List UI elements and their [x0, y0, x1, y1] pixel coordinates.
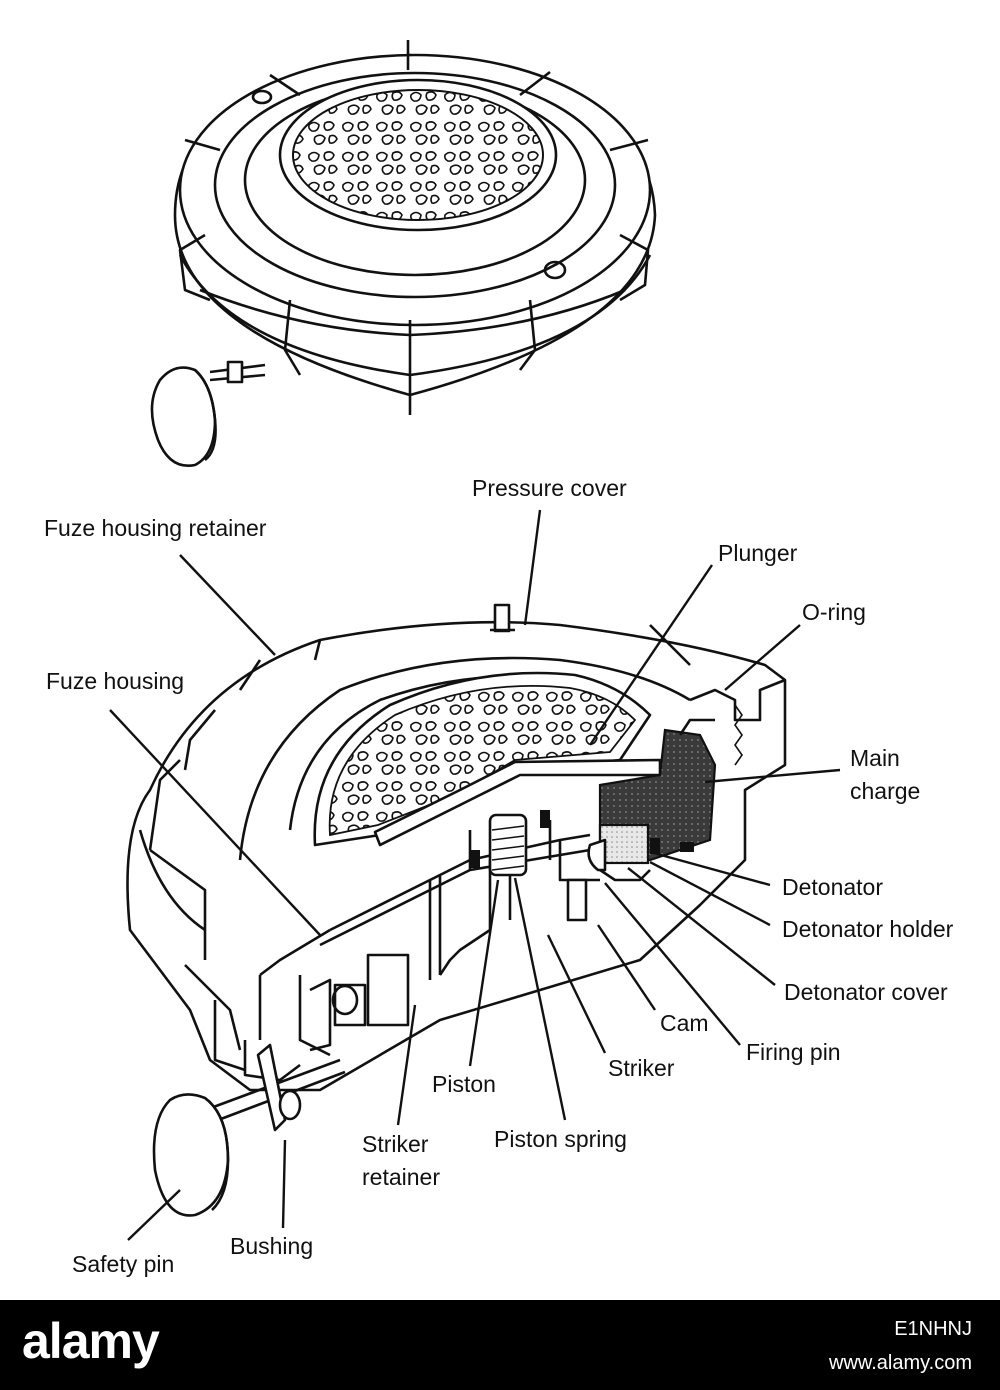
label-pressure-cover: Pressure cover — [472, 475, 627, 501]
cutaway-safety-pin — [152, 1043, 346, 1217]
watermark-image-code: E1NHNJ — [894, 1318, 972, 1340]
label-plunger: Plunger — [718, 540, 798, 566]
label-firing-pin: Firing pin — [746, 1039, 841, 1065]
label-fuze-housing: Fuze housing — [46, 668, 184, 694]
leader-bushing — [281, 1139, 287, 1229]
leader-piston-spring — [513, 877, 567, 1121]
cutaway-inner-bowl — [238, 656, 691, 861]
label-piston: Piston — [432, 1071, 496, 1097]
watermark-footer: alamy E1NHNJ www.alamy.com — [0, 1300, 1000, 1390]
leader-detonator-cover — [627, 867, 776, 986]
mine-cutaway-view — [126, 603, 787, 1217]
watermark-brand-logo: alamy — [22, 1313, 160, 1369]
label-o-ring: O-ring — [802, 599, 866, 625]
mine-ribs — [178, 40, 650, 415]
leader-o-ring — [724, 624, 801, 691]
labels: Pressure cover Fuze housing retainer Plu… — [44, 475, 954, 1277]
label-bushing: Bushing — [230, 1233, 313, 1259]
leader-lines — [109, 509, 841, 1241]
label-striker-retainer-line2: retainer — [362, 1164, 440, 1190]
cutaway-detonator — [598, 823, 650, 865]
leader-safety-pin — [127, 1189, 181, 1241]
landmine-cutaway-diagram: Pressure cover Fuze housing retainer Plu… — [44, 40, 954, 1277]
label-main-charge-line2: charge — [850, 778, 920, 804]
top-safety-pin — [150, 360, 266, 468]
mine-top-view — [150, 40, 657, 468]
label-main-charge-line1: Main — [850, 745, 900, 771]
leader-fuze-housing-retainer — [179, 554, 276, 656]
leader-striker-retainer — [396, 1004, 417, 1126]
watermark-site: www.alamy.com — [829, 1352, 972, 1374]
leader-striker — [546, 934, 607, 1054]
leader-main-charge — [704, 768, 841, 784]
leader-cam — [597, 924, 656, 1011]
leader-detonator-holder — [649, 860, 771, 927]
label-striker-retainer-line1: Striker — [362, 1131, 429, 1157]
cutaway-piston — [468, 810, 552, 877]
cutaway-explosive-texture — [328, 684, 637, 837]
leader-pressure-cover — [523, 509, 542, 626]
leader-piston — [468, 879, 500, 1067]
cutaway-striker — [566, 878, 588, 922]
label-cam: Cam — [660, 1010, 709, 1036]
label-striker: Striker — [608, 1055, 675, 1081]
label-piston-spring: Piston spring — [494, 1126, 627, 1152]
cutaway-striker-retainer — [366, 953, 410, 1027]
cutaway-plunger — [373, 758, 662, 847]
mine-explosive-texture — [292, 89, 544, 221]
leader-firing-pin — [604, 882, 741, 1046]
leader-fuze-housing — [109, 709, 321, 936]
cutaway-o-ring — [689, 678, 786, 722]
leader-plunger — [589, 564, 713, 746]
cutaway-ribs — [138, 603, 691, 1051]
label-detonator: Detonator — [782, 874, 883, 900]
label-detonator-holder: Detonator holder — [782, 916, 954, 942]
label-safety-pin: Safety pin — [72, 1251, 174, 1277]
label-fuze-housing-retainer: Fuze housing retainer — [44, 515, 267, 541]
leader-detonator — [649, 850, 771, 887]
label-detonator-cover: Detonator cover — [784, 979, 948, 1005]
